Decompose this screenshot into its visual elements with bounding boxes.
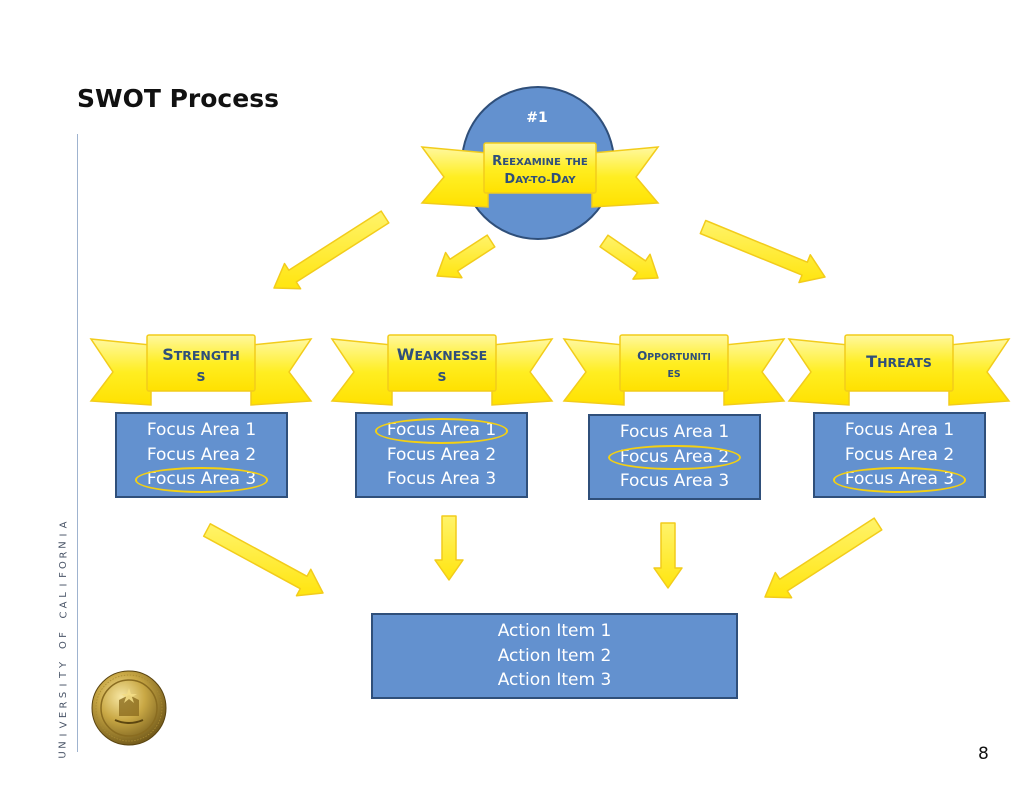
- arrow-to-weaknesses: [436, 234, 496, 279]
- top-banner: REEXAMINE THE DAY-TO-DAY: [420, 142, 660, 208]
- arrow-to-threats: [699, 219, 826, 284]
- action-item: Action Item 1: [497, 621, 612, 642]
- banner-panel: [387, 334, 497, 392]
- banner-panel: [146, 334, 256, 392]
- banner-tail-right: [723, 338, 786, 406]
- swot-banners: STRENGTH S WEAKNESSE S OPPORTUNITI ES THREATS: [89, 334, 1011, 406]
- focus-area-item-highlighted: Focus Area 3: [134, 467, 269, 493]
- top-node-number: #1: [526, 110, 547, 126]
- action-items-box: Action Item 1 Action Item 2 Action Item 3: [371, 613, 738, 699]
- banner-tail-left: [330, 338, 393, 406]
- banner-label-line1: STRENGTH: [162, 345, 240, 364]
- banner-label-line2: ES: [667, 369, 680, 380]
- page-title: SWOT Process: [77, 84, 279, 113]
- focus-area-item: Focus Area 1: [619, 422, 730, 443]
- focus-area-item: Focus Area 2: [386, 444, 497, 465]
- page-number: 8: [978, 744, 989, 764]
- focus-area-item-highlighted: Focus Area 3: [832, 467, 967, 493]
- banner-label-line2: S: [197, 369, 206, 384]
- arrow-to-opportunities: [599, 234, 659, 280]
- banner-tail-right: [250, 338, 313, 406]
- banner-weaknesse: WEAKNESSE S: [330, 334, 554, 406]
- arrow-threats-to-actions: [764, 517, 883, 599]
- arrow-weaknesses-to-actions: [434, 515, 464, 581]
- banner-tail-left: [562, 338, 625, 406]
- banner-panel: [483, 142, 597, 194]
- university-seal-icon: [91, 670, 167, 746]
- banner-label-line1: OPPORTUNITI: [637, 349, 711, 363]
- arrow-opportunities-to-actions: [653, 522, 683, 589]
- banner-tail-left: [420, 146, 489, 208]
- banner-tail-left: [89, 338, 152, 406]
- banner-panel: [619, 334, 729, 392]
- focus-area-item: Focus Area 1: [844, 420, 955, 441]
- focus-area-item: Focus Area 2: [844, 444, 955, 465]
- focus-area-item: Focus Area 3: [386, 469, 497, 490]
- action-item: Action Item 2: [497, 645, 612, 666]
- banner-tail-right: [491, 338, 554, 406]
- action-item: Action Item 3: [497, 670, 612, 691]
- banner-label-line1: WEAKNESSE: [397, 345, 487, 364]
- flow-arrows: [202, 210, 883, 599]
- focus-area-item-highlighted: Focus Area 2: [607, 444, 742, 470]
- focus-area-item: Focus Area 3: [619, 471, 730, 492]
- focus-area-item: Focus Area 1: [146, 420, 257, 441]
- focus-area-item: Focus Area 2: [146, 444, 257, 465]
- banner-tail-right: [591, 146, 660, 208]
- arrow-to-strengths: [273, 210, 390, 290]
- banner-label-line1: THREATS: [866, 352, 932, 371]
- banner-panel: [844, 334, 954, 392]
- arrow-strengths-to-actions: [202, 523, 324, 597]
- banner-opportuniti: OPPORTUNITI ES: [562, 334, 786, 406]
- banner-label-line2: S: [438, 369, 447, 384]
- focus-area-item-highlighted: Focus Area 1: [374, 418, 509, 444]
- banner-tail-left: [787, 338, 850, 406]
- banner-threats: THREATS: [787, 334, 1011, 406]
- banner-label-line1: REEXAMINE THE: [492, 154, 588, 169]
- banner-label-line2: DAY-TO-DAY: [504, 172, 576, 187]
- banner-strength: STRENGTH S: [89, 334, 313, 406]
- banner-tail-right: [948, 338, 1011, 406]
- divider-line: [77, 134, 78, 752]
